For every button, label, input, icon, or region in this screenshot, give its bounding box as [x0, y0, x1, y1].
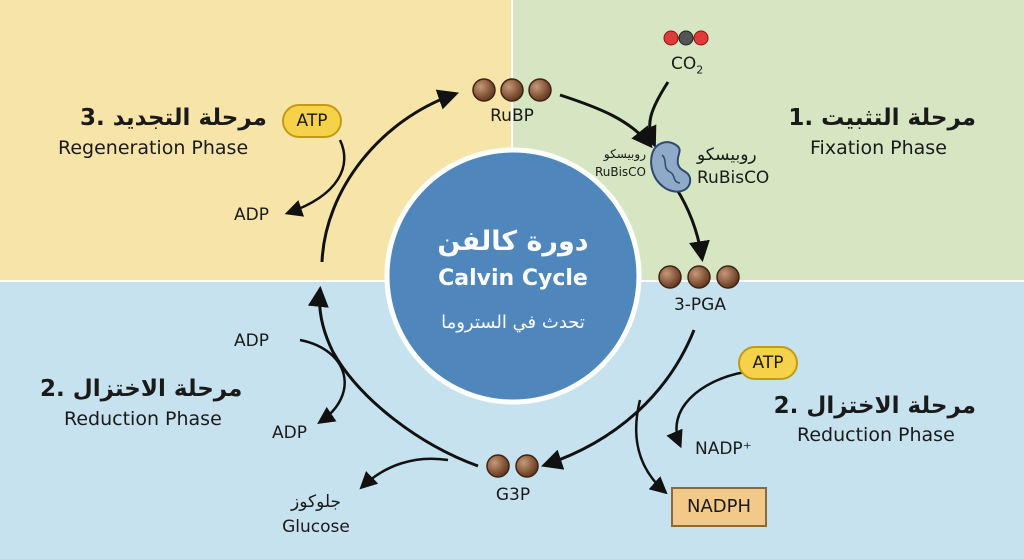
- glucose-label-ar: جلوكوز: [290, 492, 341, 512]
- center-circle: [384, 147, 642, 405]
- center-title-en: Calvin Cycle: [438, 266, 588, 291]
- g3p-label: G3P: [495, 485, 531, 505]
- arrow-co2-in: [637, 81, 670, 148]
- regeneration-title-ar: 3. مرحلة التجديد: [80, 105, 267, 131]
- glucose-label-en: Glucose: [282, 517, 350, 537]
- reduction-right-title-en: Reduction Phase: [797, 424, 955, 446]
- rubisco-name-ar-small: روبيسكو: [603, 147, 646, 161]
- rubisco-name-en-small: RuBisCO: [594, 165, 646, 179]
- arrow-atp-to-nadp: [666, 370, 746, 449]
- arc-regen-to-rubp: [320, 89, 459, 263]
- co2-label: CO2: [671, 54, 704, 77]
- rubisco-name-ar-large: روبيسكو: [697, 145, 757, 165]
- arc-rubisco-to-pga: [674, 187, 710, 263]
- arrow-g3p-to-glucose: [359, 457, 449, 490]
- nadph-box: NADPH: [671, 487, 767, 527]
- fixation-title-en: Fixation Phase: [810, 137, 947, 159]
- reduction-right-title-ar: 2. مرحلة الاختزال: [773, 393, 976, 419]
- adp-red-top-label: ADP: [234, 331, 269, 351]
- atp-red-pill: ATP: [738, 346, 798, 380]
- g3p-molecule: [486, 454, 539, 478]
- arrow-to-nadph: [634, 399, 668, 495]
- arc-g3p-to-regen: [307, 285, 479, 468]
- rubisco-name-en-large: RuBisCO: [697, 168, 770, 188]
- pga-label: 3-PGA: [673, 295, 726, 315]
- pga-molecule: [658, 265, 740, 289]
- reduction-left-title-ar: 2. مرحلة الاختزال: [40, 376, 243, 402]
- rubisco-icon: [650, 141, 692, 193]
- arc-rubp-to-rubisco: [559, 93, 653, 149]
- rubp-label: RuBP: [490, 106, 534, 126]
- reduction-left-title-en: Reduction Phase: [64, 408, 222, 430]
- nadp-label: NADP⁺: [695, 439, 752, 459]
- regeneration-title-en: Regeneration Phase: [58, 137, 249, 159]
- atp-regen-pill: ATP: [282, 104, 342, 138]
- center-title-ar: دورة كالفن: [437, 226, 589, 257]
- rubp-molecule: [472, 78, 552, 102]
- fixation-title-ar: 1. مرحلة التثبيت: [788, 105, 976, 131]
- arrow-adp-left: [299, 338, 346, 424]
- adp-red-bottom-label: ADP: [272, 423, 307, 443]
- adp-regen-label: ADP: [234, 205, 269, 225]
- center-subtitle-ar: تحدث في الستروما: [441, 312, 585, 333]
- arrow-atp-to-adp-regen: [284, 139, 346, 217]
- co2-molecule: [663, 30, 709, 46]
